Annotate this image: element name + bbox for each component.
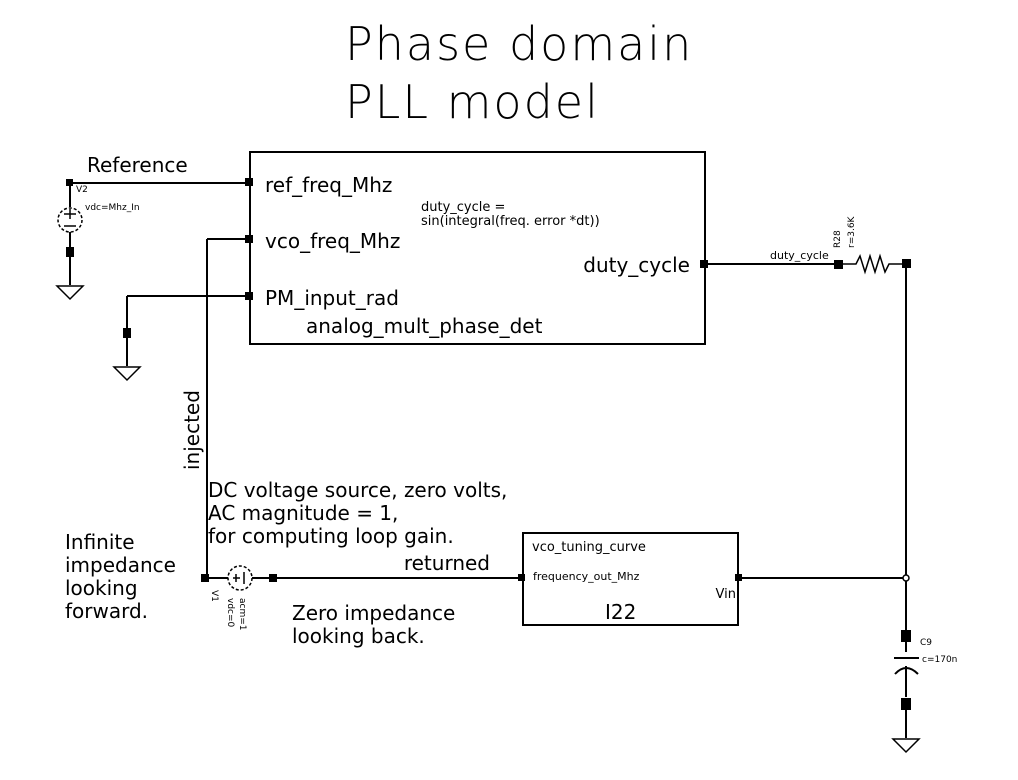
c9-terminal-top xyxy=(901,630,911,642)
r28-terminal-left xyxy=(834,260,843,269)
v2-param-label: vdc=Mhz_In xyxy=(85,203,140,213)
injected-wire xyxy=(206,238,249,578)
vco-pin-out-label: Vin xyxy=(716,587,736,602)
capacitor-c9[interactable]: C9 c=170n xyxy=(891,630,957,754)
c9-terminal-bottom xyxy=(901,698,911,710)
resistor-r28[interactable]: R28 r=3.6K xyxy=(833,215,911,275)
vco-pin-out[interactable] xyxy=(735,574,742,581)
c9-instance-label: C9 xyxy=(920,638,932,648)
title-line-2: PLL model xyxy=(345,75,600,129)
infinite-note-line-1: Infinite xyxy=(65,530,135,554)
resistor-icon xyxy=(843,253,903,275)
title-line-1: Phase domain xyxy=(345,17,693,71)
reference-source[interactable]: Reference V2 vdc=Mhz_In xyxy=(55,153,249,301)
pin-duty-cycle[interactable] xyxy=(700,260,708,268)
pin-ref-freq-label: ref_freq_Mhz xyxy=(265,173,392,197)
vco-instance-label: I22 xyxy=(605,600,636,624)
injected-net-label: injected xyxy=(180,390,204,470)
r28-param-label: r=3.6K xyxy=(847,215,857,248)
vco-pin-in[interactable] xyxy=(518,574,525,581)
pin-vco-freq-label: vco_freq_Mhz xyxy=(265,229,400,253)
phase-detector-outline xyxy=(249,151,706,345)
pm-ground-terminal xyxy=(123,328,131,338)
capacitor-curved-plate-icon xyxy=(894,667,919,675)
infinite-note-line-2: impedance xyxy=(65,553,176,577)
dc-note-line-2: AC magnitude = 1, xyxy=(208,501,398,525)
ac-source-icon xyxy=(227,565,253,591)
phase-detector-cell-name: analog_mult_phase_det xyxy=(306,314,543,338)
v2-instance-label: V2 xyxy=(76,185,88,195)
v1-terminal-left xyxy=(201,574,209,582)
loop-gain-source[interactable]: V1 vdc=0 acm=1 xyxy=(201,565,520,631)
pin-pm-input-label: PM_input_rad xyxy=(265,286,399,310)
equation-line-2: sin(integral(freq. error *dt)) xyxy=(421,214,600,229)
duty-cycle-net-label: duty_cycle xyxy=(770,249,829,262)
v2-terminal-bottom xyxy=(66,247,74,257)
dc-note-line-3: for computing loop gain. xyxy=(208,524,454,548)
v1-param-acm: acm=1 xyxy=(237,598,247,631)
plus-minus-icon xyxy=(64,209,76,227)
pin-duty-cycle-label: duty_cycle xyxy=(583,253,690,277)
ground-icon xyxy=(891,738,921,754)
zero-note-line-1: Zero impedance xyxy=(292,601,455,625)
reference-net-label: Reference xyxy=(87,153,188,177)
r28-terminal-right xyxy=(902,259,911,268)
r28-instance-label: R28 xyxy=(833,230,843,248)
phase-detector-block[interactable]: ref_freq_Mhz vco_freq_Mhz PM_input_rad d… xyxy=(245,151,708,345)
junction-node xyxy=(902,574,910,582)
c9-param-label: c=170n xyxy=(922,655,957,665)
plus-minus-icon xyxy=(233,572,245,584)
infinite-note-line-3: looking xyxy=(65,576,138,600)
returned-net-label: returned xyxy=(404,551,490,575)
zero-note-line-2: looking back. xyxy=(292,624,425,648)
v1-instance-label: V1 xyxy=(209,590,219,602)
ground-icon xyxy=(112,366,142,382)
dc-source-icon xyxy=(57,207,83,233)
infinite-note-line-4: forward. xyxy=(65,599,148,623)
vco-pin-in-label: frequency_out_Mhz xyxy=(533,570,640,583)
dc-note-line-1: DC voltage source, zero volts, xyxy=(208,478,507,502)
ground-icon xyxy=(55,285,85,301)
vco-cell-name: vco_tuning_curve xyxy=(532,540,646,555)
equation-line-1: duty_cycle = xyxy=(421,200,505,215)
v1-param-vdc: vdc=0 xyxy=(225,598,235,628)
vco-block[interactable]: vco_tuning_curve frequency_out_Mhz Vin I… xyxy=(518,532,742,626)
v2-terminal-top xyxy=(66,179,73,186)
v1-terminal-right xyxy=(269,574,277,582)
pm-input-wire xyxy=(126,295,249,366)
